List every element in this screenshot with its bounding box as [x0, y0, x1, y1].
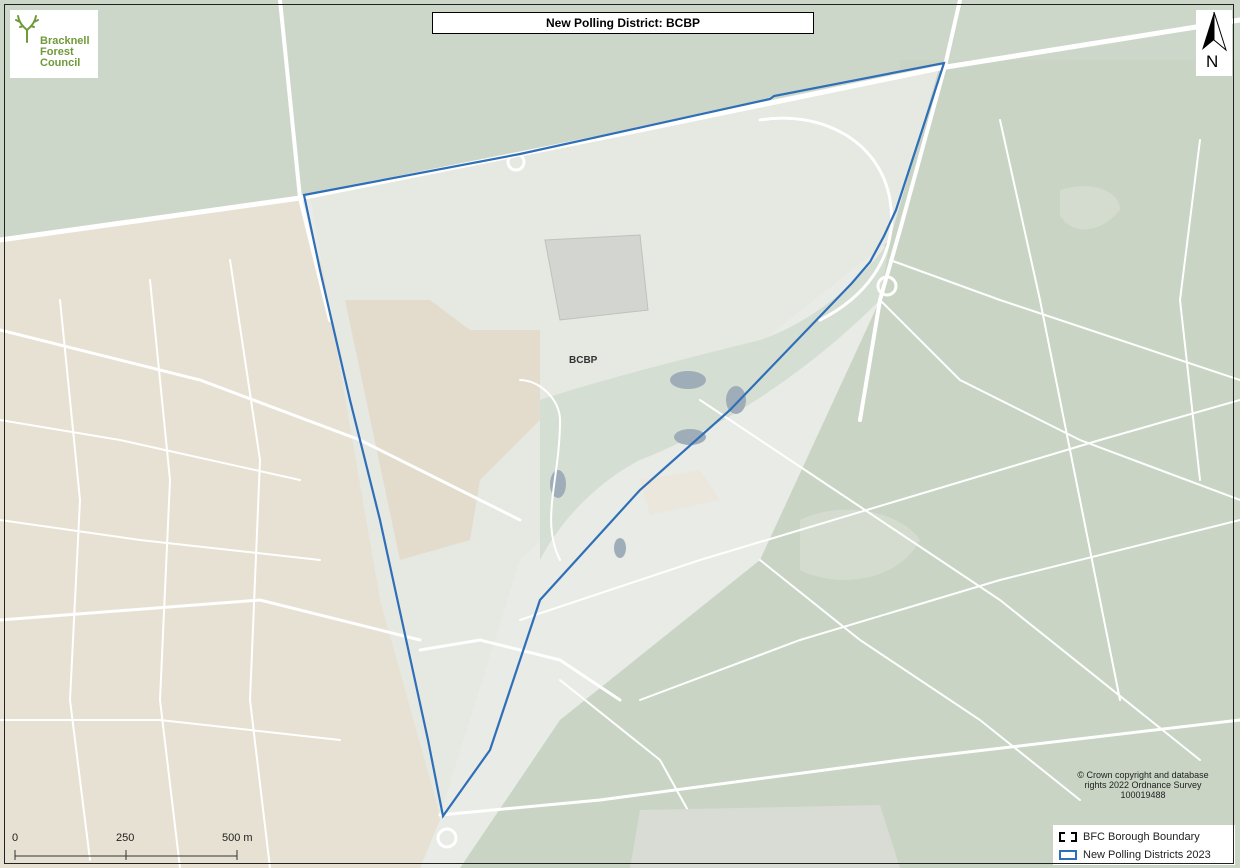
map-title: New Polling District: BCBP — [432, 12, 814, 34]
legend-swatch-solid — [1059, 850, 1077, 860]
copyright-line: rights 2022 Ordnance Survey — [1084, 780, 1202, 790]
residential-patch — [345, 300, 540, 560]
scale-label-500: 500 m — [222, 832, 253, 844]
map-legend: BFC Borough Boundary New Polling Distric… — [1053, 825, 1235, 865]
building-complex — [544, 234, 649, 321]
logo-line: Bracknell — [40, 35, 90, 47]
council-logo: Bracknell Forest Council — [10, 10, 98, 78]
water-body — [674, 429, 706, 445]
north-arrow-icon — [1202, 11, 1227, 52]
built-up-south — [630, 805, 900, 868]
legend-swatch-dashed — [1059, 832, 1077, 842]
urban-west — [0, 200, 440, 868]
logo-line: Forest — [40, 46, 74, 58]
woodland-east — [460, 60, 1240, 868]
wetland-ribbon — [540, 240, 890, 560]
copyright-notice: © Crown copyright and database rights 20… — [1048, 770, 1238, 800]
roundabout — [436, 827, 458, 849]
district-label: BCBP — [569, 355, 598, 366]
district-boundary[interactable] — [302, 61, 946, 819]
stag-icon — [15, 15, 39, 43]
woodland-patch — [1060, 186, 1120, 230]
roundabout — [876, 275, 898, 297]
north-arrow — [1196, 10, 1232, 76]
water-body — [614, 538, 626, 558]
copyright-line: 100019488 — [1120, 790, 1166, 800]
water-body — [670, 371, 706, 389]
legend-label: New Polling Districts 2023 — [1083, 849, 1211, 861]
open-field — [640, 470, 720, 515]
scale-label-250: 250 — [116, 832, 135, 844]
north-label: N — [1206, 52, 1219, 71]
water-body — [726, 386, 746, 414]
copyright-line: © Crown copyright and database — [1077, 770, 1209, 780]
scale-bar — [14, 850, 238, 860]
scale-label-0: 0 — [12, 832, 19, 844]
logo-line: Council — [40, 57, 81, 69]
legend-label: BFC Borough Boundary — [1083, 831, 1200, 843]
